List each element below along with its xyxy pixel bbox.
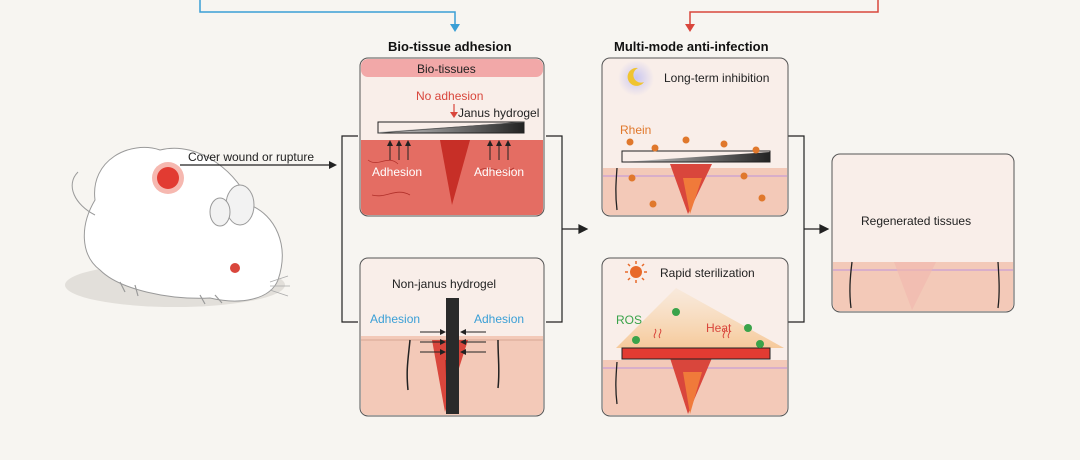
mouse-wound: [152, 162, 184, 194]
nonjanus-adhesion-right: Adhesion: [474, 312, 525, 326]
bracket-middle: [546, 135, 589, 323]
janus-adhesion-right: Adhesion: [474, 165, 525, 179]
regenerated-tissues-label: Regenerated tissues: [861, 214, 972, 228]
panel-nonjanus: [359, 257, 545, 417]
bracket-left: [341, 135, 358, 323]
mouse-arrow-label: Cover wound or rupture: [188, 150, 315, 164]
section-title-anti-infection: Multi-mode anti-infection: [614, 39, 769, 54]
rapid-sterilization-title: Rapid sterilization: [660, 266, 755, 280]
panel-regen: [831, 153, 1015, 313]
no-adhesion-label: No adhesion: [416, 89, 484, 103]
heat-label: Heat: [706, 321, 732, 335]
panel-janus: [359, 57, 545, 217]
janus-adhesion-left: Adhesion: [372, 165, 423, 179]
mouse-to-panels-arrow: [180, 161, 337, 169]
mouse-illustration: [65, 146, 290, 307]
sun-icon: [625, 261, 647, 283]
long-term-inhibition-title: Long-term inhibition: [664, 71, 770, 85]
nonjanus-adhesion-left: Adhesion: [370, 312, 421, 326]
janus-hydrogel-label: Janus hydrogel: [458, 106, 540, 120]
top-blue-connector: [199, 0, 460, 32]
top-red-connector: [685, 0, 879, 32]
panel-longterm: [601, 57, 789, 217]
bio-tissues-label: Bio-tissues: [417, 62, 476, 76]
section-title-adhesion: Bio-tissue adhesion: [388, 39, 512, 54]
panel-rapid: [601, 257, 789, 417]
nonjanus-hydrogel-label: Non-janus hydrogel: [392, 277, 497, 291]
ros-label: ROS: [616, 313, 643, 327]
bracket-right: [788, 135, 830, 323]
rhein-label: Rhein: [620, 123, 652, 137]
